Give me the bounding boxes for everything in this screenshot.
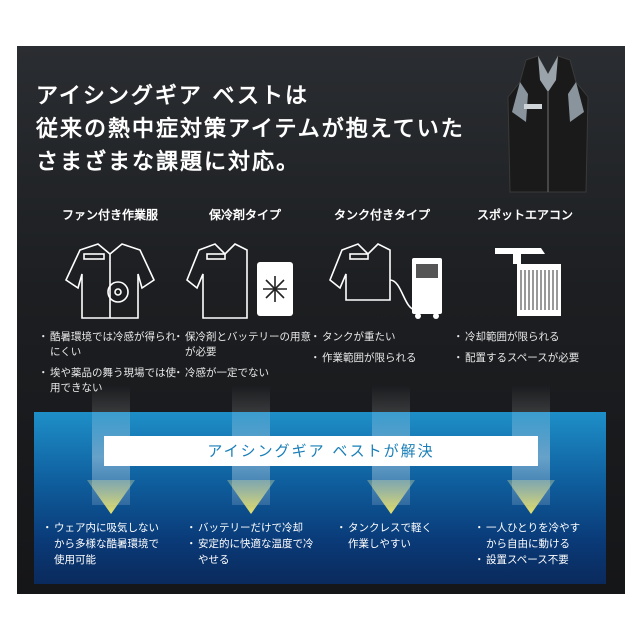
down-arrow-icon bbox=[507, 480, 555, 514]
issue-list: 冷却範囲が限られる 配置するスペースが必要 bbox=[453, 330, 595, 372]
column-ice-pack: 保冷剤タイプ 保冷剤とバッテリーの用意が必要 冷感が一定でない bbox=[173, 206, 315, 381]
issue-item: 配置するスペースが必要 bbox=[453, 351, 595, 366]
column-fan-jacket: ファン付き作業服 酷暑環境では冷感が得られにくい 埃や薬品の舞う現場では使用でき… bbox=[38, 206, 180, 394]
column-tank-unit: タンク付きタイプ タンクが重たい 作業範囲が限られる bbox=[310, 206, 452, 366]
solution-list: タンクレスで軽く作業しやすい bbox=[336, 520, 438, 552]
down-arrow-icon bbox=[367, 480, 415, 514]
issue-list: 酷暑環境では冷感が得られにくい 埃や薬品の舞う現場では使用できない bbox=[38, 330, 180, 402]
solution-item: 安定的に快適な温度で冷やせる bbox=[186, 536, 318, 568]
ice-pack-icon bbox=[186, 243, 293, 319]
issue-item: 埃や薬品の舞う現場では使用できない bbox=[38, 366, 180, 396]
issue-item: 保冷剤とバッテリーの用意が必要 bbox=[173, 330, 315, 360]
issue-item: 冷却範囲が限られる bbox=[453, 330, 595, 345]
fan-jacket-icon bbox=[64, 243, 156, 319]
issue-item: タンクが重たい bbox=[310, 330, 452, 345]
column-title: ファン付き作業服 bbox=[61, 208, 158, 222]
solution-list: ウェア内に吸気しないから多様な酷暑環境で使用可能 bbox=[42, 520, 168, 568]
solution-item: 一人ひとりを冷やすから自由に動ける bbox=[474, 520, 586, 552]
column-title: タンク付きタイプ bbox=[333, 208, 430, 222]
solution-item: タンクレスで軽く作業しやすい bbox=[336, 520, 438, 552]
solution-list: バッテリーだけで冷却 安定的に快適な温度で冷やせる bbox=[186, 520, 318, 568]
solution-banner: アイシングギア ベストが解決 bbox=[104, 436, 538, 466]
spot-aircon-icon bbox=[495, 248, 561, 316]
down-arrow-icon bbox=[87, 480, 135, 514]
tank-unit-icon bbox=[329, 243, 442, 319]
column-spot-aircon: スポットエアコン 冷却範囲が限られる 配置するスペースが必要 bbox=[453, 206, 595, 366]
issue-list: 保冷剤とバッテリーの用意が必要 冷感が一定でない bbox=[173, 330, 315, 387]
headline: アイシングギア ベストは 従来の熱中症対策アイテムが抱えていた さまざまな課題に… bbox=[36, 80, 465, 179]
vest-product-image bbox=[507, 55, 589, 193]
issue-item: 酷暑環境では冷感が得られにくい bbox=[38, 330, 180, 360]
solution-item: バッテリーだけで冷却 bbox=[186, 520, 318, 536]
solution-item: ウェア内に吸気しないから多様な酷暑環境で使用可能 bbox=[42, 520, 168, 568]
solution-list: 一人ひとりを冷やすから自由に動ける 設置スペース不要 bbox=[474, 520, 586, 568]
issue-list: タンクが重たい 作業範囲が限られる bbox=[310, 330, 452, 372]
column-title: スポットエアコン bbox=[476, 208, 573, 222]
column-title: 保冷剤タイプ bbox=[208, 208, 281, 222]
down-arrow-icon bbox=[227, 480, 275, 514]
headline-line-1: アイシングギア ベストは bbox=[36, 84, 309, 109]
headline-line-3: さまざまな課題に対応。 bbox=[36, 150, 301, 175]
headline-line-2: 従来の熱中症対策アイテムが抱えていた bbox=[36, 117, 465, 142]
solution-item: 設置スペース不要 bbox=[474, 552, 586, 568]
issue-item: 作業範囲が限られる bbox=[310, 351, 452, 366]
issue-item: 冷感が一定でない bbox=[173, 366, 315, 381]
